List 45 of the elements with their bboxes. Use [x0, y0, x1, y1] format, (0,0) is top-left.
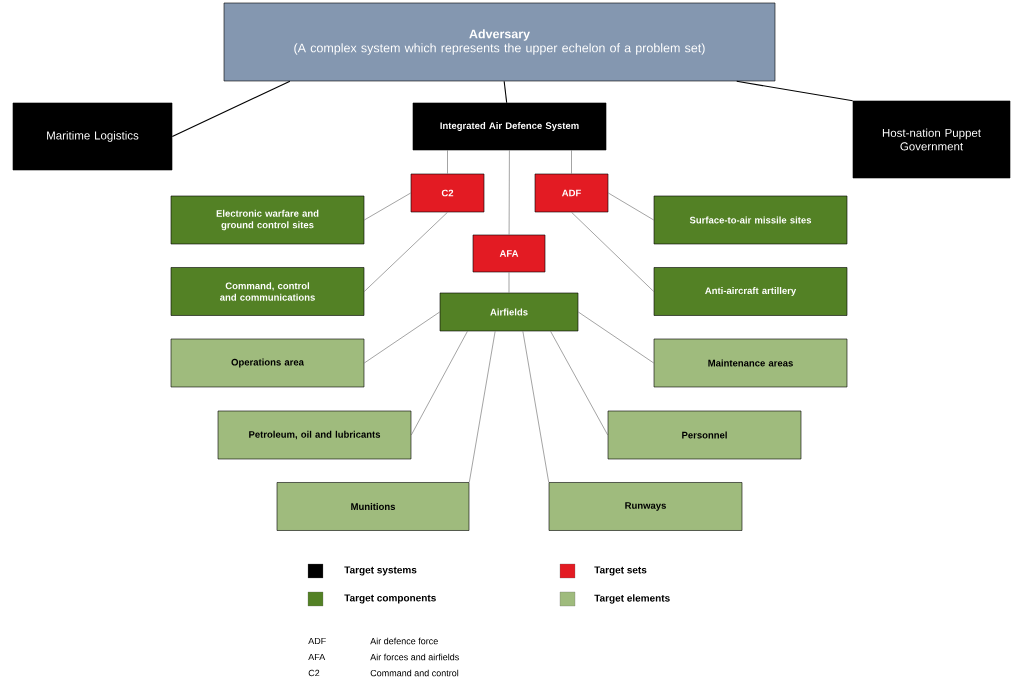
connector-line [578, 311, 654, 364]
adversary-box: Adversary (A complex system which represents the upper echelon of a problem set) [223, 2, 776, 82]
legend-label: Target elements [594, 594, 670, 604]
abbreviation: AFA [308, 653, 326, 661]
element-box: Operations area [170, 338, 365, 388]
connector-line [364, 192, 411, 221]
element-box: Runways [548, 482, 743, 531]
element-box: Personnel [607, 410, 802, 460]
element-box: Munitions [276, 482, 470, 531]
connector-line [571, 212, 654, 292]
connector-line [608, 192, 654, 221]
system-box: Maritime Logistics [12, 102, 173, 171]
component-box: Anti-aircraft artillery [653, 267, 848, 316]
component-box: Airfields [439, 292, 579, 332]
set-box: C2 [410, 173, 485, 213]
connector-line [469, 331, 496, 483]
component-box: Command, control and communications [170, 267, 365, 316]
connector-line [550, 331, 608, 436]
system-box: Integrated Air Defence System [412, 102, 607, 151]
legend-label: Target sets [594, 566, 647, 576]
legend-label: Target systems [344, 566, 417, 576]
connector-line [364, 311, 440, 364]
component-box: Surface-to-air missile sites [653, 195, 848, 245]
abbreviation-meaning: Command and control [370, 669, 459, 677]
connector-line [571, 150, 572, 174]
element-box: Maintenance areas [653, 338, 848, 388]
connector-line [171, 80, 291, 138]
abbreviation-meaning: Air forces and airfields [370, 653, 459, 661]
connector-line [508, 150, 510, 235]
connector-line [364, 212, 448, 292]
abbreviation: C2 [308, 669, 320, 677]
connector-line [447, 150, 448, 174]
set-box: ADF [534, 173, 609, 213]
connector-line [411, 331, 468, 436]
connector-line [508, 272, 510, 293]
legend-label: Target components [344, 594, 436, 604]
component-box: Electronic warfare and ground control sites [170, 195, 365, 245]
abbreviation-meaning: Air defence force [370, 637, 438, 645]
abbreviation: ADF [308, 637, 326, 645]
set-box: AFA [472, 234, 546, 273]
system-box: Host-nation Puppet Government [852, 100, 1011, 179]
connector-line [503, 80, 508, 104]
connector-line [522, 331, 549, 483]
element-box: Petroleum, oil and lubricants [217, 410, 412, 460]
connector-line [736, 80, 854, 102]
